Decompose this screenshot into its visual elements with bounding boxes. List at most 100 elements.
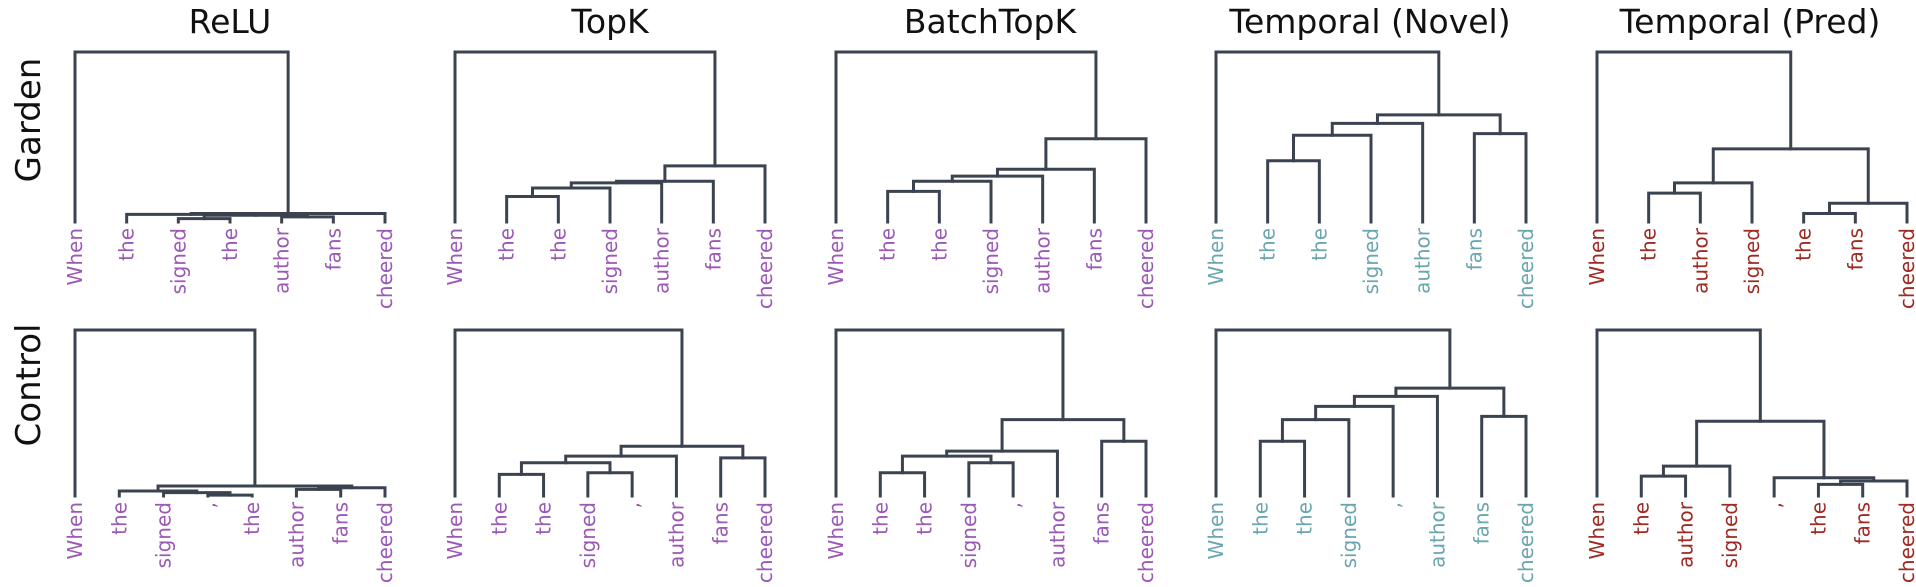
leaf-label: cheered [373, 502, 397, 583]
dendrogram-link [1330, 121, 1425, 224]
dendrogram-link [1292, 133, 1373, 224]
leaf-label: When [824, 502, 848, 559]
leaf-label: , [1762, 502, 1786, 508]
leaf-label: cheered [1514, 502, 1538, 583]
dendrogram-link [912, 179, 993, 224]
leaf-label: , [196, 502, 220, 508]
leaf-label: cheered [1895, 228, 1916, 309]
leaf-label: the [1293, 502, 1317, 535]
dendrogram-link [1000, 418, 1126, 453]
dendrogram-link [900, 454, 993, 475]
dendrogram-link [453, 328, 684, 498]
column-title-1: TopK [570, 2, 650, 41]
leaf-label: author [1688, 227, 1712, 294]
leaf-label: fans [321, 228, 345, 270]
dendrogram-link [497, 472, 546, 498]
dendrogram-link [1595, 328, 1762, 498]
leaf-label: the [1806, 502, 1830, 535]
dendrogram-link [1711, 147, 1870, 205]
dendrogram-link [1647, 191, 1702, 224]
leaf-label: the [1307, 228, 1331, 261]
leaf-label: cheered [1895, 502, 1916, 583]
leaf-label: , [620, 502, 644, 508]
leaf-label: cheered [1134, 502, 1158, 583]
leaf-label: fans [1082, 228, 1106, 270]
leaf-label: the [240, 502, 264, 535]
dendrogram-link [73, 328, 257, 498]
leaf-label: author [1411, 227, 1435, 294]
column-title-4: Temporal (Pred) [1619, 2, 1881, 41]
dendrogram-link [1044, 137, 1148, 224]
column-title-2: BatchTopK [904, 2, 1078, 41]
dendrogram-link [834, 328, 1065, 498]
leaf-label: the [107, 502, 131, 535]
leaf-label: When [63, 502, 87, 559]
dendrogram-link [1214, 50, 1441, 224]
dendrogram-link [1280, 418, 1351, 498]
dendrogram-link [586, 471, 634, 498]
leaf-label: the [913, 502, 937, 535]
dendrogram-link [1214, 328, 1452, 498]
leaf-label: the [495, 228, 519, 261]
leaf-label: When [443, 228, 467, 285]
dendrogram-link [1258, 439, 1307, 498]
dendrogram-link [73, 50, 290, 224]
leaf-label: When [1204, 228, 1228, 285]
leaf-label: signed [166, 228, 190, 294]
leaf-label: author [284, 501, 308, 568]
leaf-label: fans [709, 502, 733, 544]
leaf-label: When [1204, 502, 1228, 559]
leaf-label: signed [979, 228, 1003, 294]
leaf-label: When [1585, 228, 1609, 285]
dendrogram-link [1480, 414, 1528, 498]
dendrogram-link [531, 186, 612, 224]
leaf-label: author [1425, 501, 1449, 568]
dendrogram-link [1394, 386, 1506, 418]
leaf-label: cheered [373, 228, 397, 309]
dendrogram-link [1816, 482, 1865, 498]
dendrogram-link [945, 449, 1059, 498]
leaf-label: fans [1090, 502, 1114, 544]
leaf-label: the [115, 228, 139, 261]
dendrogram-link [1595, 50, 1793, 224]
leaf-label: When [443, 502, 467, 559]
leaf-label: cheered [753, 228, 777, 309]
leaf-label: , [1001, 502, 1025, 508]
leaf-label: the [218, 228, 242, 261]
dendrogram-link [453, 50, 717, 224]
dendrogram-link [950, 174, 1045, 224]
leaf-label: When [824, 228, 848, 285]
dendrogram-link [1472, 132, 1528, 224]
leaf-label: the [1248, 502, 1272, 535]
leaf-label: the [487, 502, 511, 535]
leaf-label: author [1031, 227, 1055, 294]
leaf-label: signed [598, 228, 622, 294]
leaf-label: signed [576, 502, 600, 568]
leaf-label: When [1585, 502, 1609, 559]
leaf-label: the [1792, 228, 1816, 261]
dendrogram-link [878, 471, 927, 498]
dendrogram-link [834, 50, 1098, 224]
leaf-label: author [664, 501, 688, 568]
dendrogram-link [1661, 464, 1732, 498]
leaf-label: fans [329, 502, 353, 544]
leaf-label: author [1674, 501, 1698, 568]
dendrogram-link [1266, 159, 1321, 224]
leaf-label: cheered [1514, 228, 1538, 309]
dendrogram-link [719, 456, 767, 498]
leaf-label: signed [1337, 502, 1361, 568]
dendrogram-link [886, 189, 941, 224]
dendrogram-link [1100, 439, 1148, 498]
dendrogram-link [614, 179, 715, 224]
leaf-label: When [63, 228, 87, 285]
leaf-label: fans [1851, 502, 1875, 544]
leaf-label: the [1637, 228, 1661, 261]
leaf-label: signed [1359, 228, 1383, 294]
leaf-label: fans [1462, 228, 1486, 270]
dendrogram-link [505, 195, 560, 224]
